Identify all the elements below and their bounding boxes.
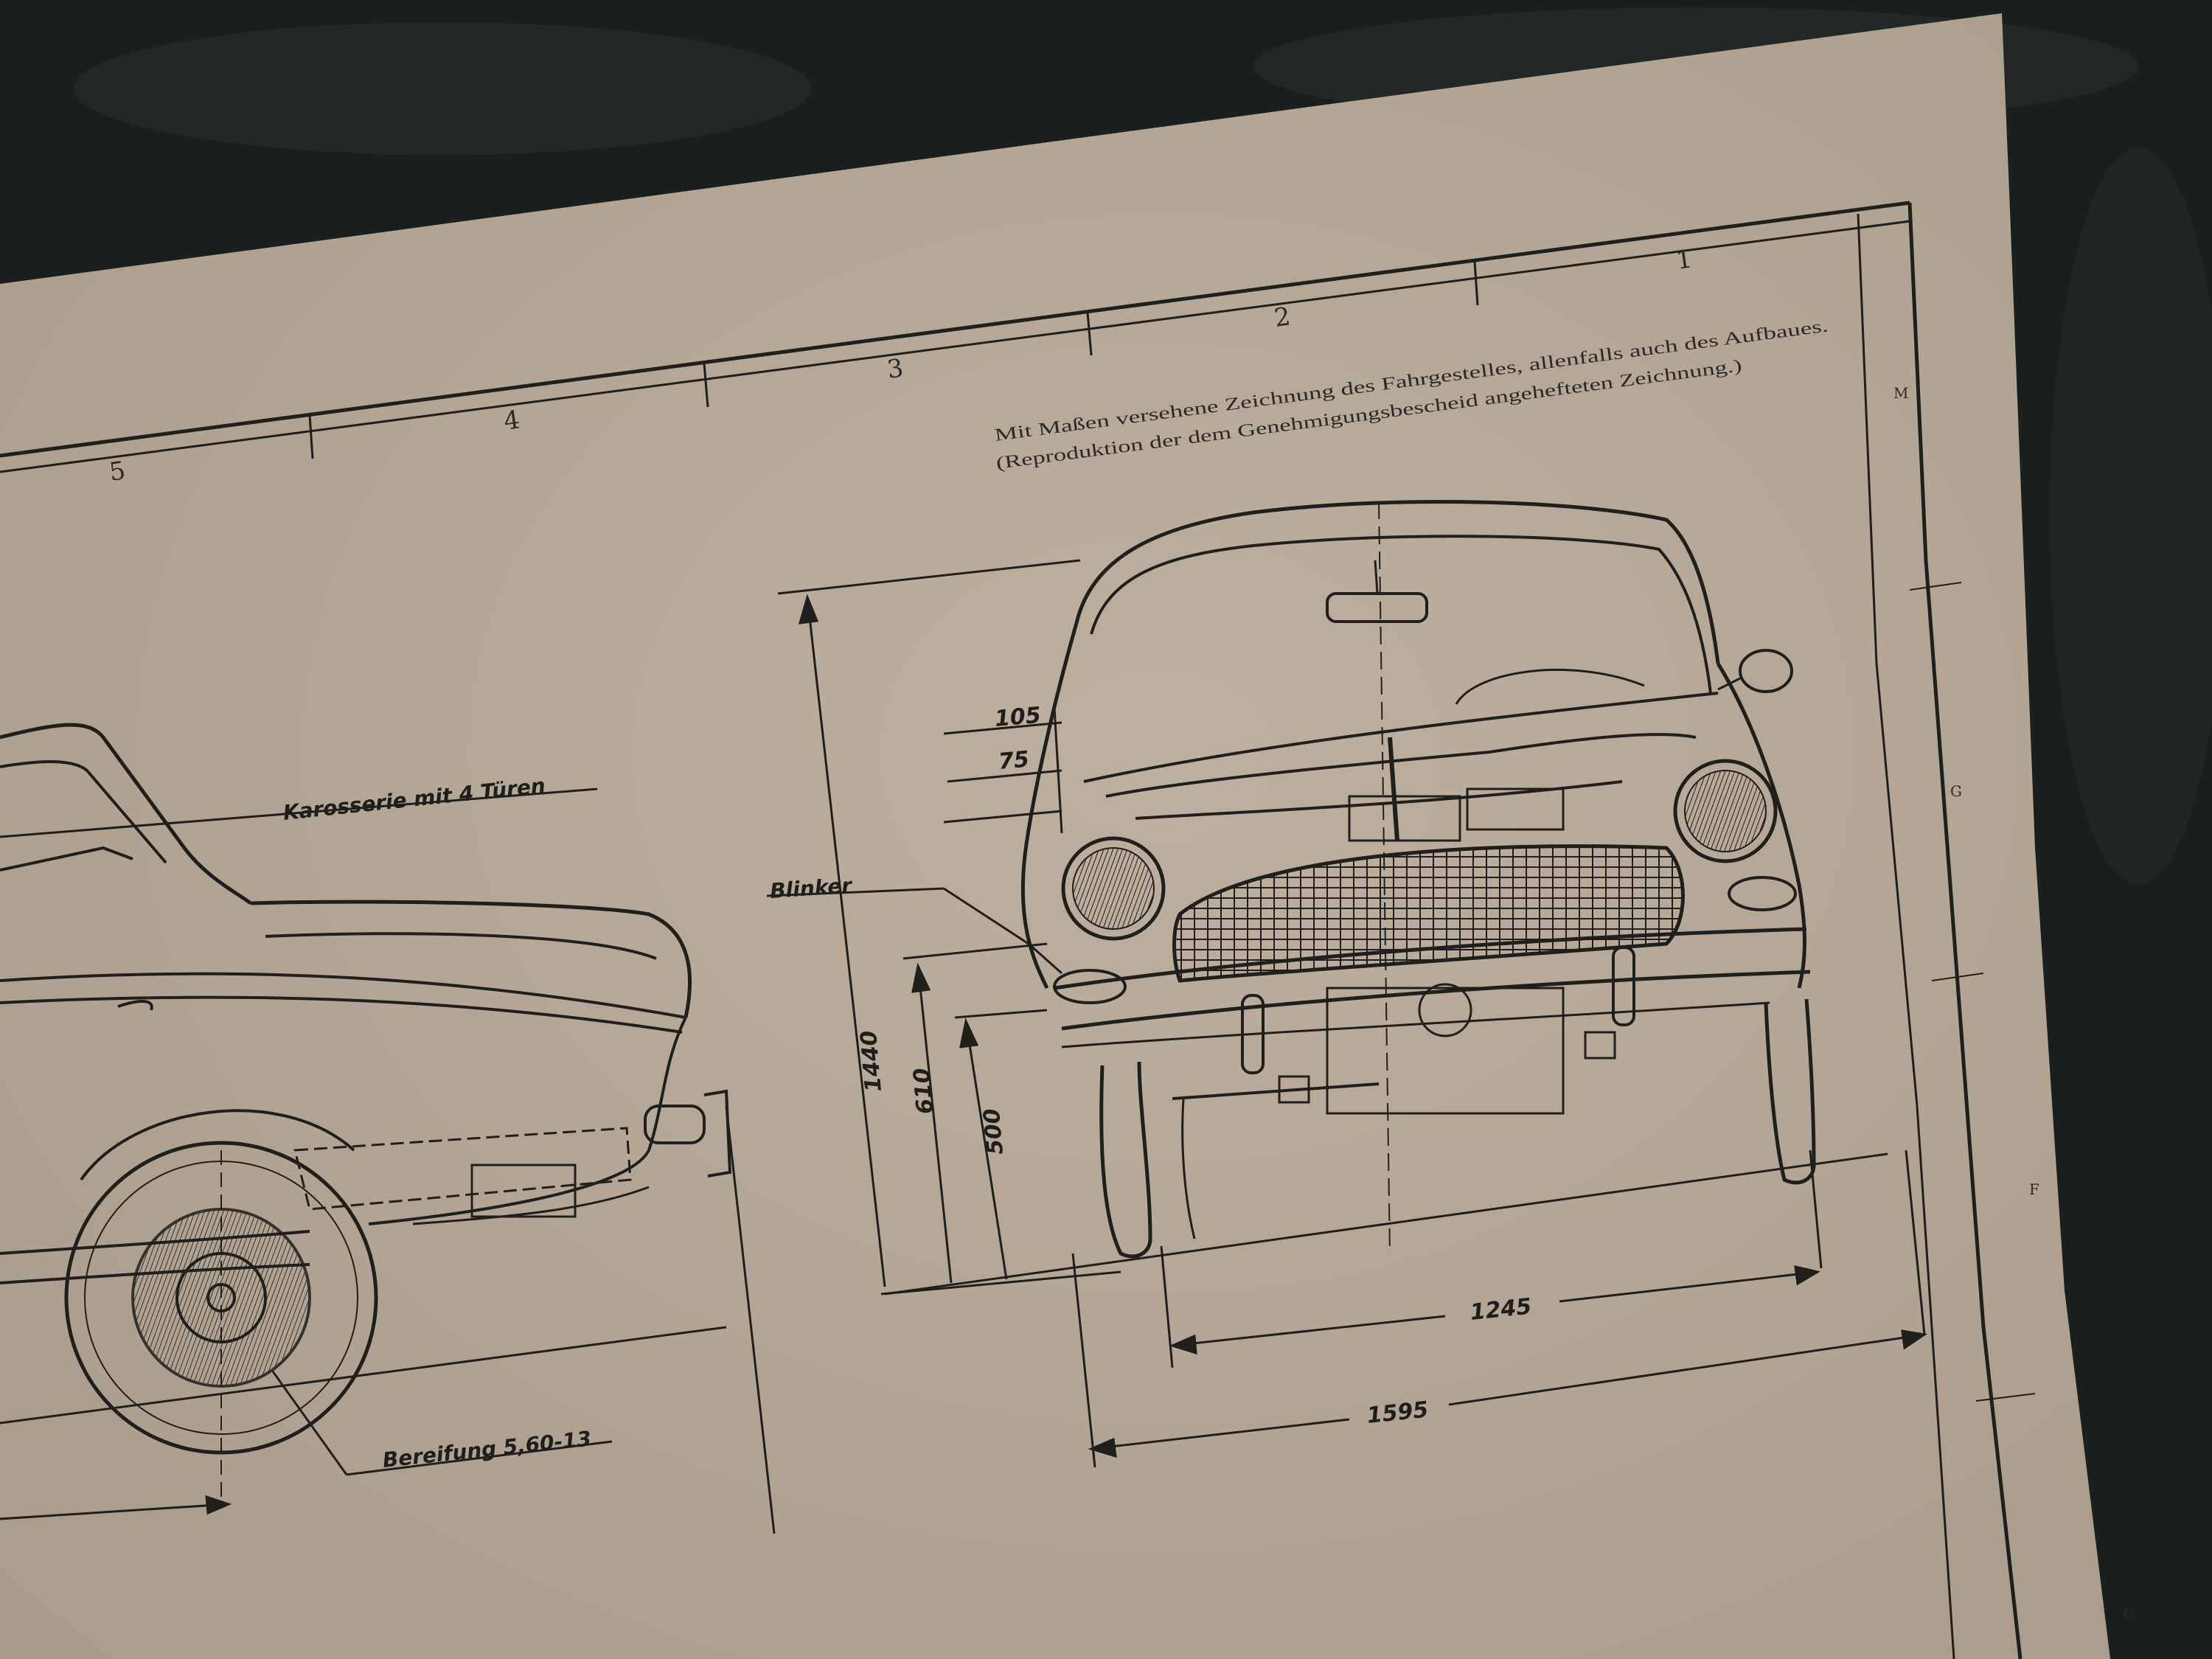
edge-letter-c: C xyxy=(2124,1604,2135,1622)
dimension-75: 75 xyxy=(998,746,1031,775)
rear-wheel xyxy=(64,1141,378,1504)
edge-letter-g: G xyxy=(1950,782,1962,800)
front-view-dimension-lines xyxy=(766,501,1927,1468)
dimension-610: 610 xyxy=(909,1067,939,1115)
blinker-label: Blinker xyxy=(769,873,854,903)
edge-letter-m: M xyxy=(1893,384,1908,402)
dimension-1245: 1245 xyxy=(1469,1293,1533,1326)
sheet-frame xyxy=(0,201,2036,1659)
side-view-leaders xyxy=(0,787,776,1534)
edge-letter-f: F xyxy=(2029,1180,2039,1198)
dimension-1595: 1595 xyxy=(1366,1397,1430,1429)
dimension-1440: 1440 xyxy=(856,1029,887,1093)
dimension-500: 500 xyxy=(979,1107,1009,1155)
front-view-drawing xyxy=(1020,500,1816,1259)
dimension-105: 105 xyxy=(994,703,1042,732)
paper-sheet xyxy=(0,13,2110,1659)
